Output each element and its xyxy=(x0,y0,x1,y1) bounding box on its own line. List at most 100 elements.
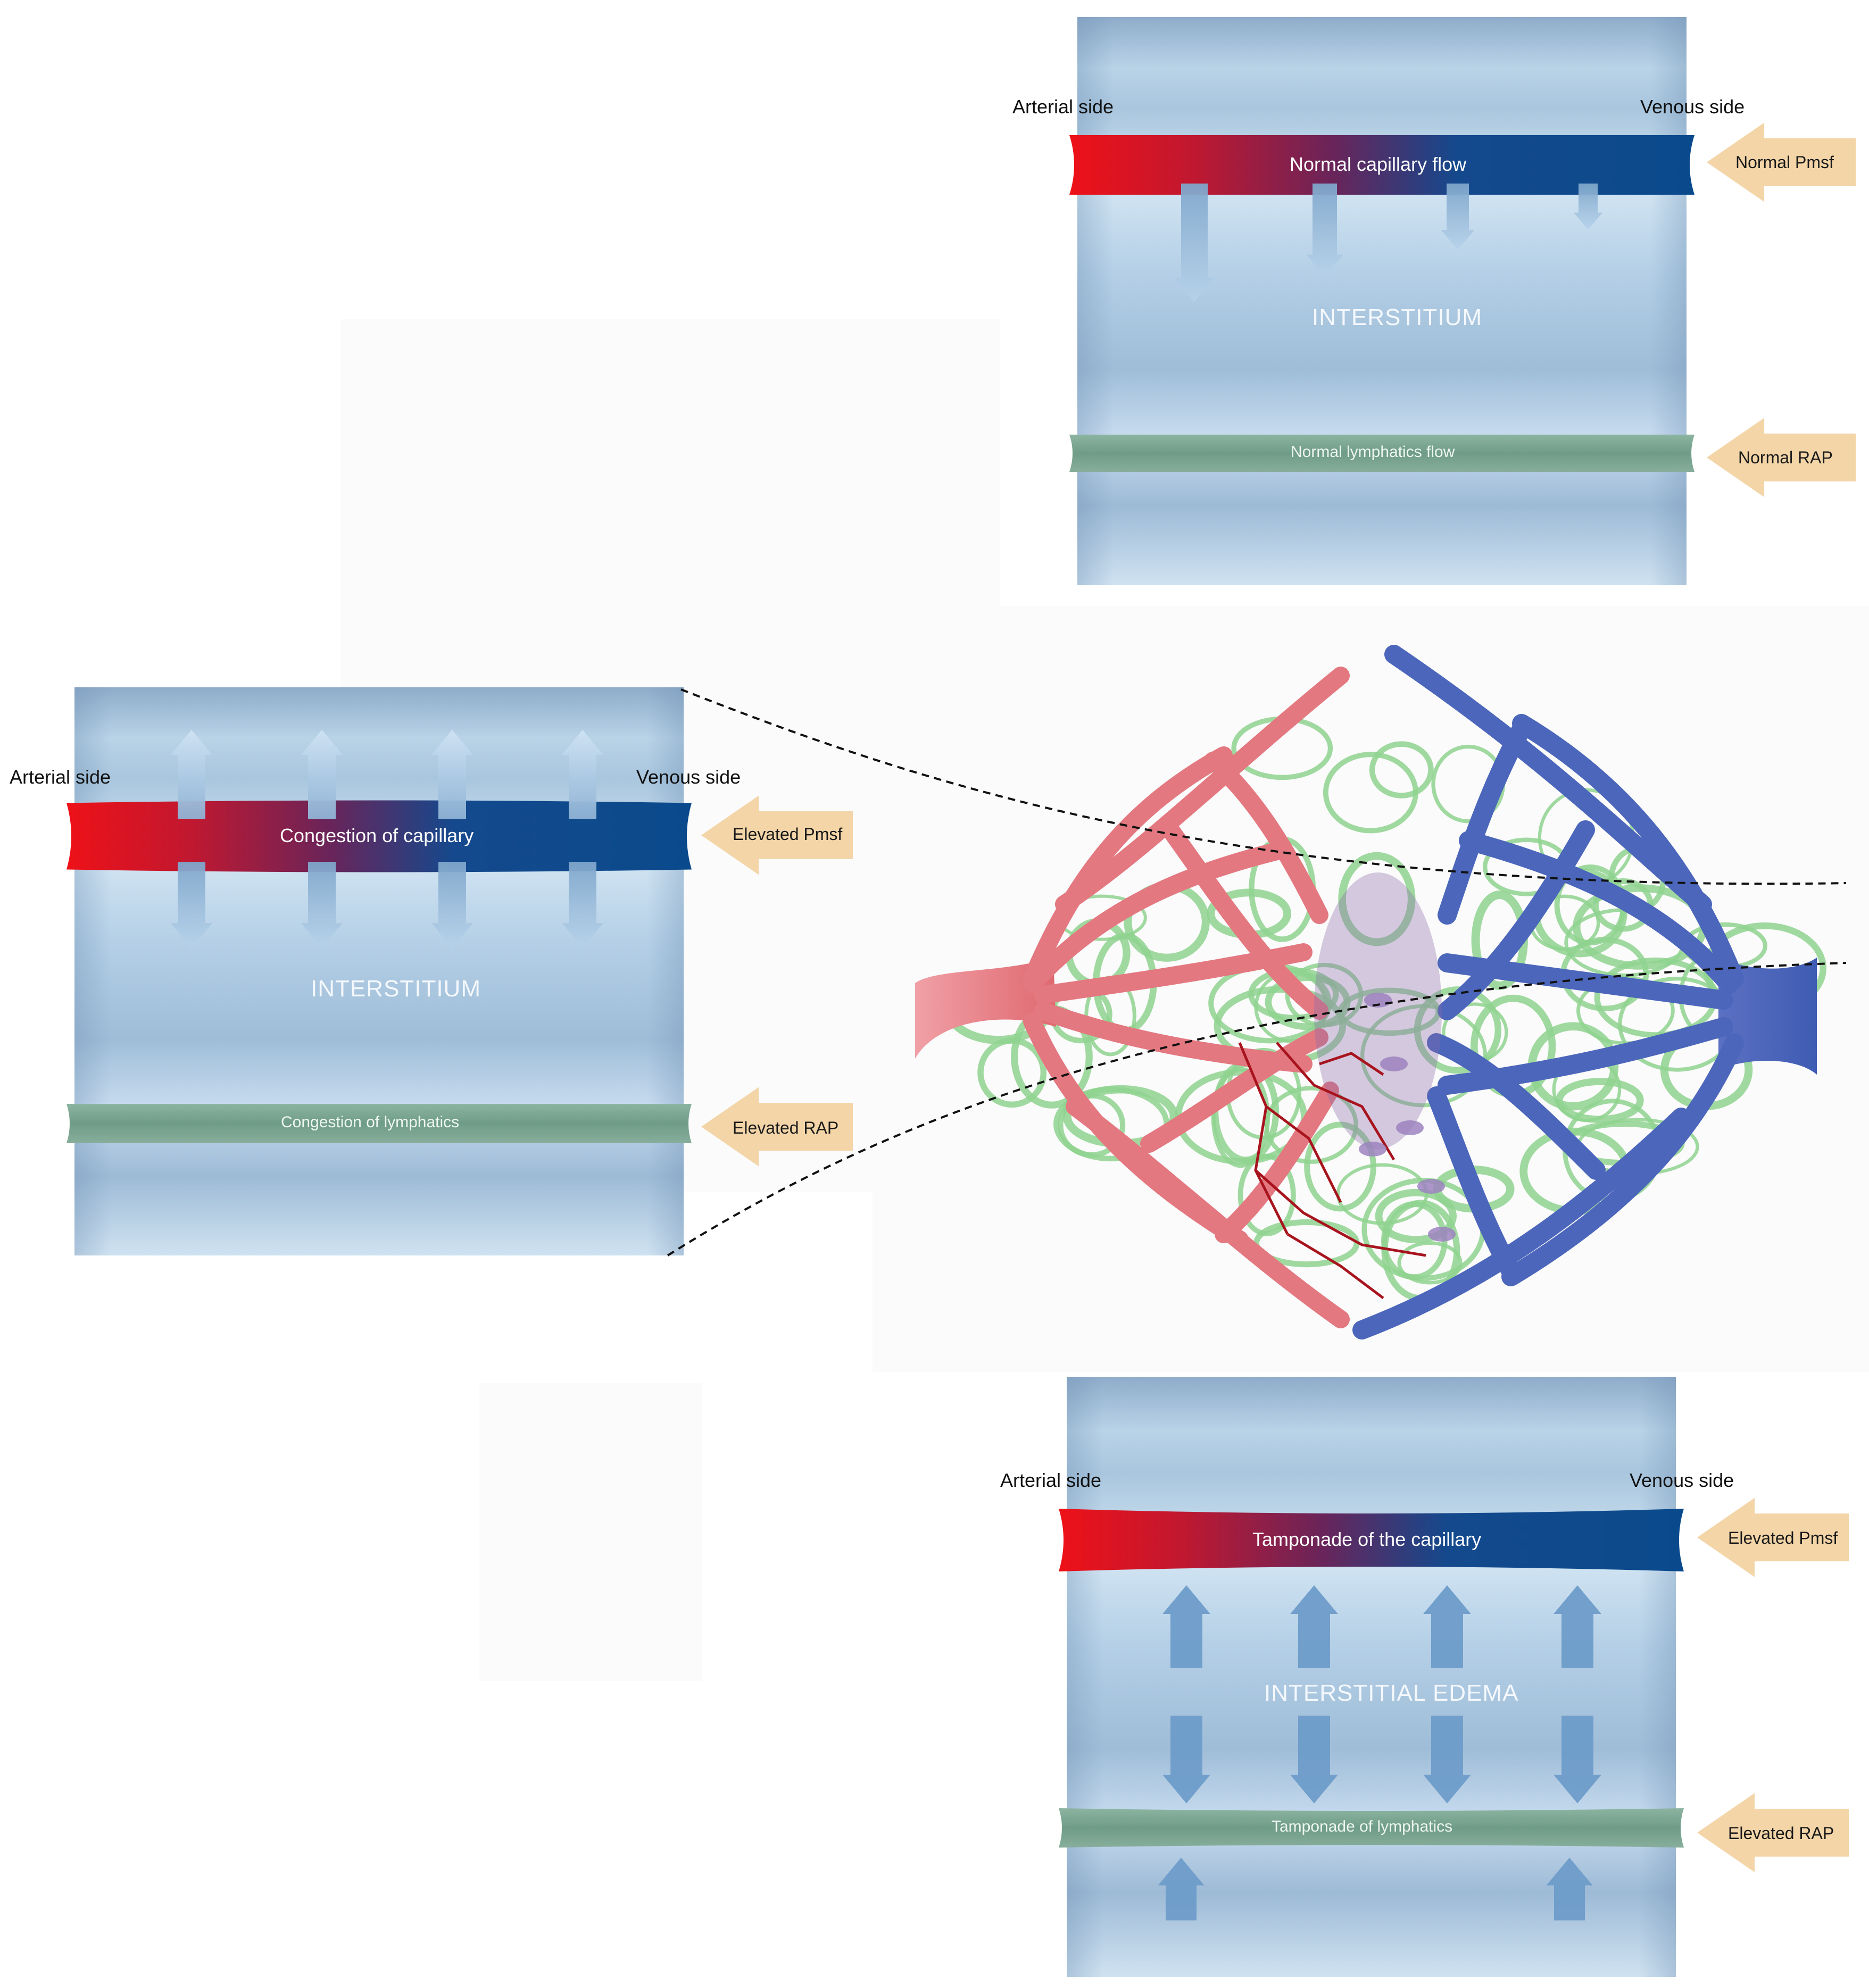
pmsf-pressure-label: Elevated Pmsf xyxy=(733,825,843,844)
zoom-guide-lines xyxy=(667,688,1847,1257)
arterial-side-label: Arterial side xyxy=(1000,1469,1102,1491)
edema-arrow-down xyxy=(1290,1716,1338,1803)
pmsf-pressure-label: Elevated Pmsf xyxy=(1728,1528,1838,1548)
pressure-arrow xyxy=(1697,1793,1849,1873)
venous-branch xyxy=(1438,719,1531,925)
lymph-arrow-up xyxy=(1158,1858,1205,1920)
rap-pressure-label: Normal RAP xyxy=(1738,448,1833,467)
venous-branch xyxy=(1512,714,1744,988)
panel-normal-flow xyxy=(1069,17,1856,585)
lymphatic-mesh-loop xyxy=(1304,1121,1376,1212)
lymphatic-mesh-loop xyxy=(1323,752,1418,834)
lymph-bulb xyxy=(1428,1227,1456,1242)
arterial-branch xyxy=(1023,842,1286,993)
rap-pressure-label: Elevated RAP xyxy=(1728,1824,1834,1843)
bidirectional-arrow-down xyxy=(431,862,473,948)
arterial-branch xyxy=(1023,746,1233,988)
arterial-branch xyxy=(1055,667,1350,913)
fine-capillary xyxy=(1286,1233,1384,1299)
venous-branch xyxy=(1501,1033,1744,1286)
arterial-branch xyxy=(1161,821,1328,1020)
bidirectional-arrow-up xyxy=(301,730,343,819)
fine-capillary xyxy=(1255,1169,1426,1257)
interstitium-label: INTERSTITIUM xyxy=(1312,304,1482,330)
arterial-branch xyxy=(1034,1002,1313,1073)
edema-arrow-up xyxy=(1554,1585,1601,1668)
lymphatic-mesh-loop xyxy=(1369,741,1434,798)
bidirectional-arrow-down xyxy=(562,862,603,948)
filtration-arrow xyxy=(1174,184,1215,302)
venous-branch xyxy=(1384,645,1712,914)
lymphatics-label: Normal lymphatics flow xyxy=(1291,443,1455,461)
venous-branch xyxy=(1459,831,1739,994)
filtration-arrow xyxy=(1306,184,1343,277)
pressure-arrow xyxy=(701,795,853,875)
arterial-branch xyxy=(1066,1097,1350,1328)
arterial-branch xyxy=(1140,1028,1328,1153)
filtration-arrow xyxy=(1441,184,1475,250)
lymphatic-mesh-loop xyxy=(1248,967,1339,1021)
arteriole-trunk xyxy=(915,958,1056,1059)
capillary-network-illustration xyxy=(915,645,1826,1340)
capillary-vessel xyxy=(1069,135,1694,195)
lymphatic-vessel xyxy=(1069,435,1694,472)
edema-arrow-up xyxy=(1162,1585,1210,1668)
bidirectional-arrow-down xyxy=(171,862,212,948)
interstitial-edema-label: INTERSTITIAL EDEMA xyxy=(1264,1680,1519,1706)
capillary-vessel xyxy=(1059,1509,1684,1571)
edema-arrow-down xyxy=(1554,1716,1601,1803)
pressure-arrow xyxy=(1697,1498,1849,1577)
lymphatic-mesh-loop xyxy=(1338,852,1416,946)
venous-side-label: Venous side xyxy=(1630,1469,1734,1491)
lymphatics-label: Tamponade of lymphatics xyxy=(1272,1818,1453,1835)
venous-side-label: Venous side xyxy=(1640,96,1745,118)
capillary-label: Tamponade of the capillary xyxy=(1252,1528,1482,1550)
capillary-label: Congestion of capillary xyxy=(280,825,474,846)
venous-side-label: Venous side xyxy=(636,766,741,788)
pmsf-pressure-label: Normal Pmsf xyxy=(1735,153,1834,172)
edema-arrow-down xyxy=(1162,1716,1210,1803)
arterial-branch xyxy=(1204,752,1328,924)
lymph-arrow-up xyxy=(1546,1858,1593,1920)
transition-zone xyxy=(1314,872,1442,1149)
edema-arrow-down xyxy=(1423,1716,1471,1803)
panel-congestion xyxy=(67,687,853,1255)
interstitium-label: INTERSTITIUM xyxy=(311,976,481,1002)
pressure-arrow xyxy=(1707,418,1856,497)
capillary-vessel xyxy=(67,800,692,872)
lymph-bulb xyxy=(1364,993,1392,1008)
fine-capillary xyxy=(1276,1042,1395,1161)
bidirectional-arrow-up xyxy=(431,730,473,819)
backdrop xyxy=(479,1383,702,1681)
edema-arrow-up xyxy=(1423,1585,1471,1668)
lymph-bulb xyxy=(1380,1057,1408,1071)
lymphatic-vessel xyxy=(1059,1808,1684,1848)
lymph-bulb xyxy=(1396,1120,1424,1135)
lymph-bulb xyxy=(1417,1179,1445,1194)
fine-capillary xyxy=(1238,1042,1289,1235)
bidirectional-arrow-down xyxy=(301,862,343,948)
edema-arrow-up xyxy=(1290,1585,1338,1668)
venous-branch xyxy=(1352,1108,1691,1340)
lymphatic-mesh-loop xyxy=(1058,1093,1126,1158)
lymphatics-label: Congestion of lymphatics xyxy=(281,1113,460,1131)
lymph-bulb xyxy=(1359,1142,1386,1157)
fine-capillary xyxy=(1319,1052,1384,1076)
zoom-guide-line xyxy=(667,962,1847,1257)
lymphatic-mesh-loop xyxy=(1375,1188,1457,1244)
pressure-arrow xyxy=(1707,122,1856,202)
panel-edge-shade xyxy=(1077,17,1687,585)
zoom-guide-line xyxy=(680,688,1847,885)
arterial-branch xyxy=(1215,1082,1339,1243)
lymphatic-mesh-loop xyxy=(1264,1086,1358,1164)
bidirectional-arrow-up xyxy=(562,730,603,819)
lymphatic-vessel xyxy=(67,1104,692,1143)
arterial-side-label: Arterial side xyxy=(10,766,111,788)
fine-capillary xyxy=(1265,1105,1342,1203)
venous-branch xyxy=(1427,1033,1606,1180)
filtration-arrow xyxy=(1574,184,1602,230)
lymphatic-mesh-loop xyxy=(1265,974,1351,1030)
panel-tamponade xyxy=(1059,1377,1849,1977)
